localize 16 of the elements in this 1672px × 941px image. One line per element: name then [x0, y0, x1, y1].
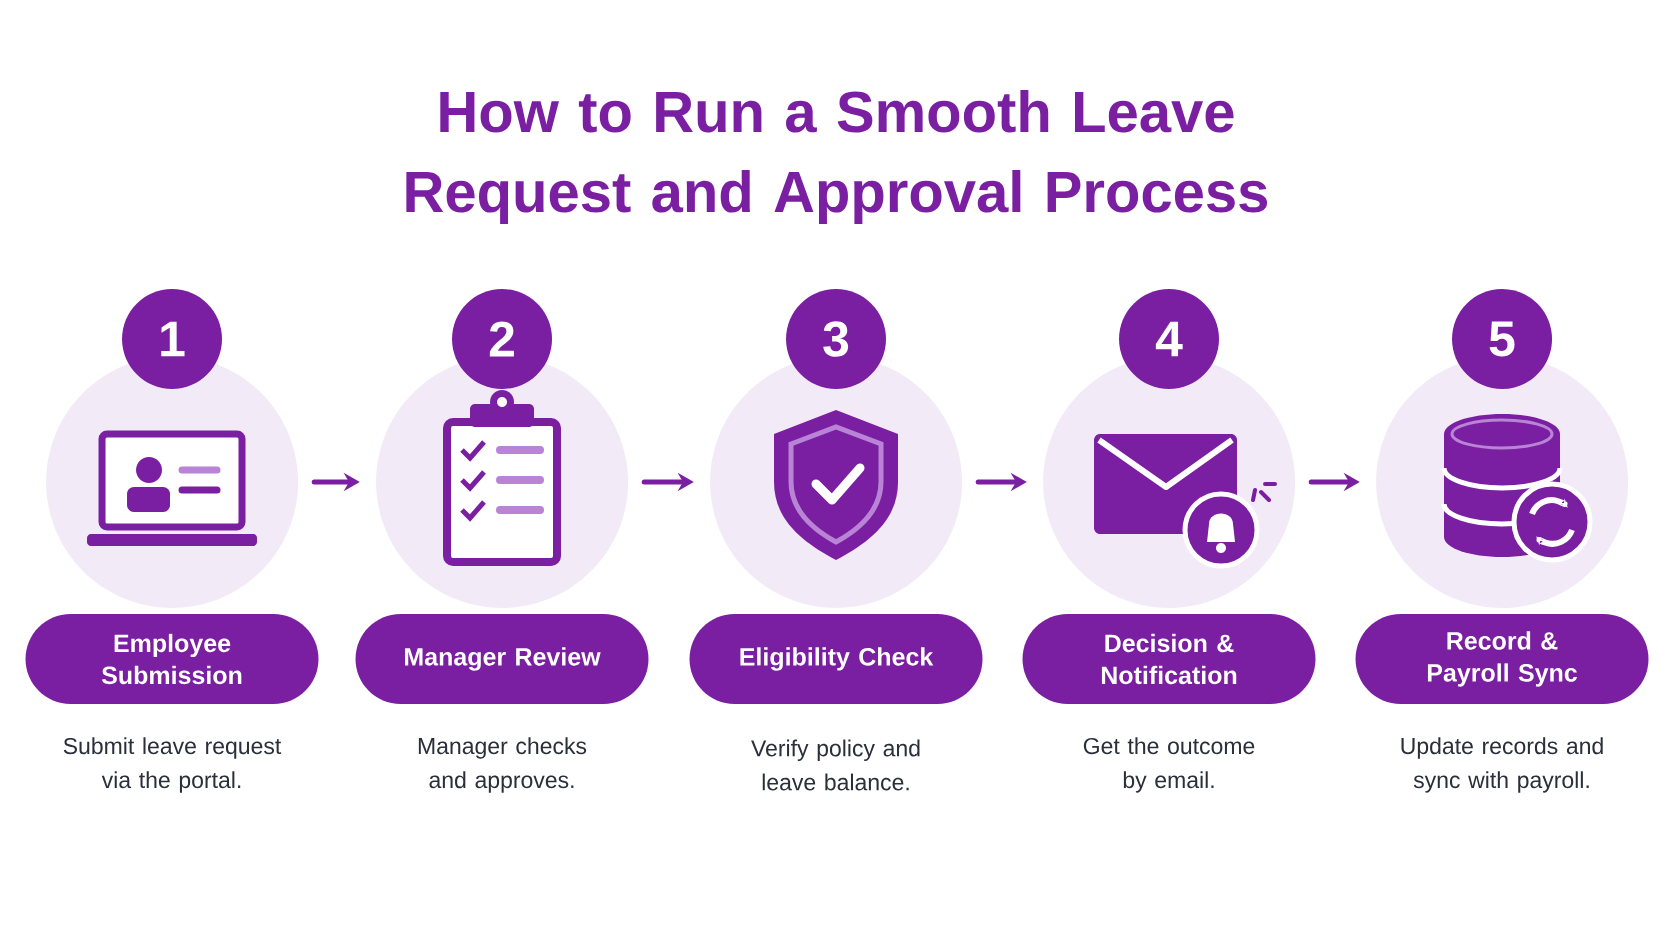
- step-description: Submit leave request via the portal.: [63, 737, 282, 793]
- step-pill: Manager Review: [355, 614, 649, 704]
- step-pill: Decision & Notification: [1022, 614, 1316, 704]
- step-description: Update records and sync with payroll.: [1401, 737, 1603, 793]
- step-number-badge: 4: [1119, 289, 1219, 389]
- step-number-badge: 2: [452, 289, 552, 389]
- title: How to Run a Smooth Leave Request and Approval Process: [406, 89, 1268, 224]
- step-pill: Eligibility Check: [689, 614, 983, 704]
- step-pill: Record & Payroll Sync: [1355, 614, 1649, 704]
- step-description: Manager checks and approves.: [418, 737, 587, 793]
- step-description: Get the outcome by email.: [1083, 737, 1255, 793]
- step-pill: Employee Submission: [25, 614, 319, 704]
- step-number-badge: 1: [122, 289, 222, 389]
- step-number-badge: 5: [1452, 289, 1552, 389]
- step-number-badge: 3: [786, 289, 886, 389]
- step-description: Verify policy and leave balance.: [751, 739, 920, 791]
